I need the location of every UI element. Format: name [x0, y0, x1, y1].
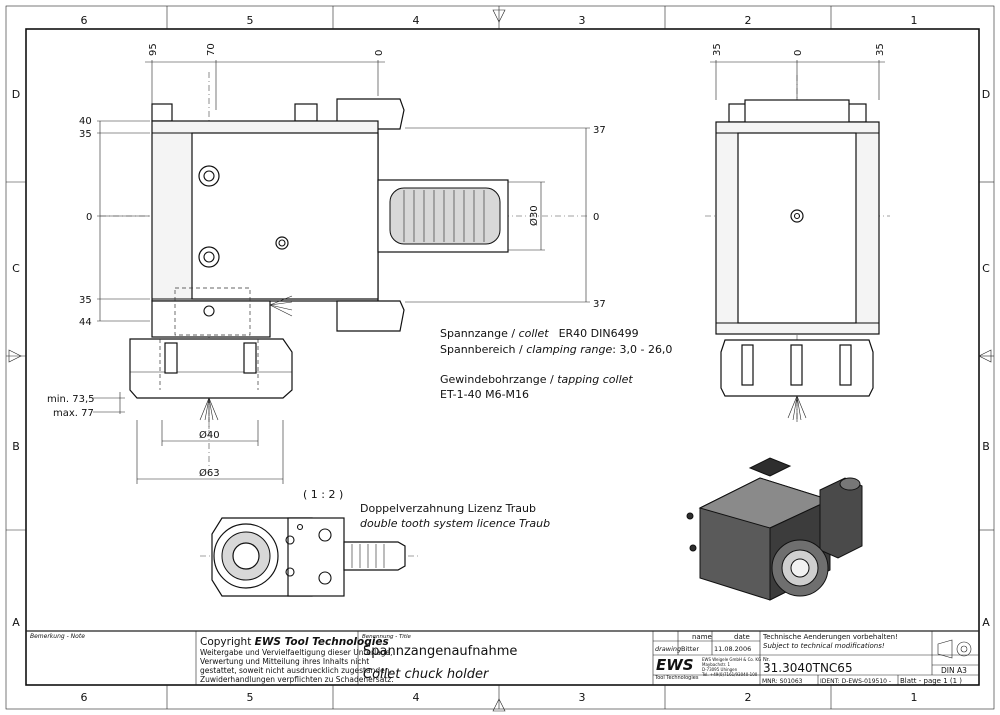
copyright-line: gestattet, soweit nicht ausdruecklich zu…	[200, 666, 392, 675]
frame-column-labels-top: 6 5 4 3 2 1	[81, 14, 918, 27]
title-label: Benennung - Title	[362, 634, 412, 640]
notice-en: Subject to technical modifications!	[763, 642, 885, 650]
part-number: 31.3040TNC65	[763, 661, 853, 675]
dim-95: 95	[148, 43, 159, 56]
isometric-illustration	[686, 457, 863, 601]
frame-col-label: 4	[413, 14, 420, 27]
copyright-line: Zuwiderhandlungen verpflichten zu Schade…	[200, 675, 394, 684]
dim-37-lower: 37	[593, 299, 606, 310]
title-en: Collet chuck holder	[363, 667, 490, 682]
company-line: Maybachstr. 1	[702, 662, 730, 667]
frame-col-label: 1	[911, 691, 918, 704]
frame-row-label: C	[982, 262, 990, 275]
frame-row-label: D	[12, 88, 20, 101]
dim-0-right: 0	[593, 212, 599, 223]
notice-de: Technische Aenderungen vorbehalten!	[762, 633, 898, 641]
drawn-date: 11.08.2006	[714, 645, 751, 653]
dim-dia-40: Ø40	[199, 429, 220, 441]
copyright-prefix: Copyright	[200, 636, 255, 648]
dim-0-top: 0	[374, 50, 385, 56]
detail-view: ( 1 : 2 ) Doppelverzahnung Lizenz Traub …	[200, 488, 550, 597]
dim-max: max. 77	[53, 408, 94, 419]
col-date: date	[734, 633, 750, 641]
spec-tap-de: Gewindebohrzange /	[440, 373, 557, 386]
spec-range-value: : 3,0 - 26,0	[612, 343, 672, 356]
dim-37-upper: 37	[593, 125, 606, 136]
nr-label: Nr.	[763, 657, 770, 663]
frame-row-label: B	[982, 440, 990, 453]
drawing-frame	[5, 5, 995, 712]
detail-note-de: Doppelverzahnung Lizenz Traub	[360, 502, 536, 515]
ews-logo-sub: Tool Technologies	[654, 675, 699, 681]
side-dim-0: 0	[793, 50, 804, 56]
col-name: name	[692, 633, 712, 641]
detail-scale: ( 1 : 2 )	[303, 488, 343, 501]
dim-dia-63: Ø63	[199, 467, 220, 479]
frame-row-label: C	[12, 262, 20, 275]
spec-notes: Spannzange / collet ER40 DIN6499 Spannber…	[440, 327, 672, 401]
frame-col-label: 4	[413, 691, 420, 704]
svg-text:Copyright EWS Tool Technologie: Copyright EWS Tool Technologies	[200, 636, 389, 648]
dim-dia-30: Ø30	[528, 205, 540, 226]
frame-col-label: 5	[247, 14, 254, 27]
ident: IDENT: D-EWS-019510 -	[820, 678, 891, 685]
dim-min: min. 73,5	[47, 394, 94, 405]
frame-col-label: 6	[81, 14, 88, 27]
front-view: 95 70 0 40 35 0 35 44 37 0 37 Ø30 min. 7…	[47, 43, 606, 484]
remark-label: Bemerkung - Note	[30, 633, 85, 640]
frame-col-label: 5	[247, 691, 254, 704]
frame-col-label: 2	[745, 691, 752, 704]
frame-col-label: 3	[579, 14, 586, 27]
dim-0-left: 0	[86, 212, 92, 223]
frame-row-label: A	[982, 616, 990, 629]
side-dim-35-left: 35	[712, 43, 723, 56]
frame-row-label: A	[12, 616, 20, 629]
detail-note-en: double tooth system licence Traub	[360, 517, 550, 530]
company-line: Tel. +49(0)7161/93040-100	[701, 672, 758, 677]
spec-collet-en: collet	[519, 327, 550, 340]
spec-collet-value: ER40 DIN6499	[559, 327, 639, 340]
side-dim-35-right: 35	[875, 43, 886, 56]
dim-40: 40	[79, 116, 92, 127]
spec-range-en: clamping range	[526, 343, 612, 356]
spec-tap-en: tapping collet	[557, 373, 633, 386]
title-de: Spannzangenaufnahme	[363, 644, 517, 659]
copyright-brand: EWS Tool Technologies	[255, 636, 389, 648]
dim-35-lower: 35	[79, 295, 92, 306]
company-line: D-73095 Uhingen	[702, 667, 738, 672]
company-line: EWS Weigele GmbH & Co. KG	[702, 657, 761, 662]
spec-range-de: Spannbereich /	[440, 343, 526, 356]
dim-35-upper: 35	[79, 129, 92, 140]
format: DIN A3	[941, 666, 967, 675]
title-block: Bemerkung - Note Copyright EWS Tool Tech…	[26, 630, 979, 685]
frame-row-labels: D C B A D C B A	[12, 88, 990, 629]
dim-70: 70	[206, 43, 217, 56]
row-drawing: drawing	[655, 645, 681, 653]
spec-collet-de: Spannzange /	[440, 327, 519, 340]
frame-col-label: 2	[745, 14, 752, 27]
frame-col-label: 1	[911, 14, 918, 27]
ews-logo: EWS	[656, 656, 694, 674]
svg-text:Gewindebohrzange / tapping col: Gewindebohrzange / tapping collet	[440, 373, 633, 386]
side-view: 35 0 35	[705, 43, 890, 422]
copyright-line: Verwertung und Mitteilung ihres Inhalts …	[200, 657, 369, 666]
frame-col-label: 6	[81, 691, 88, 704]
svg-text:Spannbereich / clamping range:: Spannbereich / clamping range: 3,0 - 26,…	[440, 343, 672, 356]
mnr: MNR: S01063	[762, 678, 803, 685]
frame-row-label: B	[12, 440, 20, 453]
frame-row-label: D	[982, 88, 990, 101]
dim-44: 44	[79, 317, 92, 328]
drawer-name: Bitter	[681, 645, 699, 653]
frame-column-labels-bottom: 6 5 4 3 2 1	[81, 691, 918, 704]
sheet: Blatt - page 1 (1 )	[900, 677, 962, 685]
projection-symbol-icon	[937, 639, 972, 659]
spec-tap-value: ET-1-40 M6-M16	[440, 388, 529, 401]
copyright-line: Weitergabe und Vervielfaeltigung dieser …	[200, 648, 393, 657]
frame-col-label: 3	[579, 691, 586, 704]
